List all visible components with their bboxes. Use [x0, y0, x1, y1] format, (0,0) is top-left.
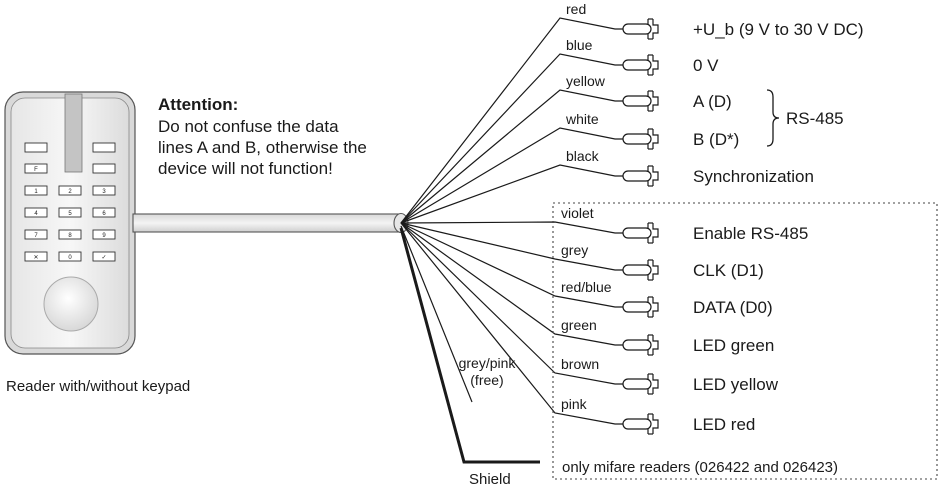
top-wire-0-color-label: red: [566, 1, 586, 17]
reader-sensor-disc: [43, 276, 99, 332]
keypad-key: 3: [92, 185, 116, 196]
attention-line-1: Do not confuse the data: [158, 117, 339, 136]
keypad-key: 2: [58, 185, 82, 196]
keypad-key: 4: [24, 207, 48, 218]
shield-label: Shield: [469, 471, 511, 488]
wire-line: [400, 221, 623, 234]
svg-text:1: 1: [34, 189, 38, 195]
connector-icon: [622, 334, 659, 356]
mifare-only-caption: only mifare readers (026422 and 026423): [562, 459, 838, 476]
top-wire-4-color-label: black: [566, 148, 600, 164]
keypad-key: 7: [24, 229, 48, 240]
optional-wire-5-color-label: pink: [561, 396, 588, 412]
shield-wire: [399, 227, 540, 464]
connector-icon: [622, 373, 659, 395]
free-wire: [400, 225, 473, 403]
optional-wire-0-signal-label: Enable RS-485: [693, 224, 808, 243]
wire-line: [400, 17, 623, 224]
wire-line: [400, 222, 623, 308]
optional-wire-3-signal-label: LED green: [693, 336, 774, 355]
attention-line-3: device will not function!: [158, 159, 333, 178]
svg-text:✓: ✓: [101, 255, 106, 261]
top-wire-3-color-label: white: [565, 111, 599, 127]
keypad-function-key: [92, 163, 116, 174]
keypad-key: 9: [92, 229, 116, 240]
svg-text:7: 7: [34, 233, 38, 239]
optional-wire-4-signal-label: LED yellow: [693, 375, 779, 394]
keypad-key: 0: [58, 251, 82, 262]
wire-line: [400, 89, 623, 224]
top-wire-2-color-label: yellow: [566, 73, 606, 89]
keypad-f-label: F: [34, 167, 38, 173]
keypad-key: 6: [92, 207, 116, 218]
connector-icon: [622, 18, 659, 40]
cable: [132, 212, 409, 234]
keypad-key: ✕: [24, 251, 48, 262]
keypad-key: 5: [58, 207, 82, 218]
wire-line: [400, 222, 623, 425]
reader-caption: Reader with/without keypad: [6, 378, 190, 395]
rs485-label: RS-485: [786, 109, 844, 128]
keypad-function-key: [92, 142, 116, 153]
connector-icon: [622, 222, 659, 244]
connector-icon: [622, 54, 659, 76]
svg-text:3: 3: [102, 189, 106, 195]
connector-icon: [622, 296, 659, 318]
svg-text:8: 8: [68, 233, 72, 239]
optional-wire-0-color-label: violet: [561, 205, 594, 221]
optional-wire-1-color-label: grey: [561, 242, 588, 258]
optional-wire-1-signal-label: CLK (D1): [693, 261, 764, 280]
connector-icon: [622, 165, 659, 187]
wire-line: [400, 222, 623, 346]
wire-fan: red +U_b (9 V to 30 V DC) blue 0 V yellow A (…: [400, 1, 864, 435]
connector-icon: [622, 90, 659, 112]
top-wire-0-signal-label: +U_b (9 V to 30 V DC): [693, 20, 864, 39]
top-wire-1-color-label: blue: [566, 37, 593, 53]
svg-text:6: 6: [102, 211, 106, 217]
wire-line: [400, 164, 623, 224]
card-slot: [64, 93, 83, 173]
attention-line-2: lines A and B, otherwise the: [158, 138, 367, 157]
svg-text:9: 9: [102, 233, 106, 239]
card-reader-device: F 1 2 3 4 5 6 7 8 9 ✕ 0 ✓: [4, 91, 136, 355]
wire-line: [400, 127, 623, 224]
wire-line: [400, 222, 623, 385]
top-wire-1-signal-label: 0 V: [693, 56, 719, 75]
optional-wire-5-signal-label: LED red: [693, 415, 755, 434]
optional-wire-2-color-label: red/blue: [561, 279, 612, 295]
optional-wire-2-signal-label: DATA (D0): [693, 298, 773, 317]
connector-icon: [622, 413, 659, 435]
keypad-key: 8: [58, 229, 82, 240]
attention-heading: Attention:: [158, 95, 238, 114]
mifare-only-box: [552, 202, 938, 480]
svg-text:4: 4: [34, 211, 38, 217]
optional-wire-4-color-label: brown: [561, 356, 599, 372]
connector-icon: [622, 128, 659, 150]
wire-line: [400, 53, 623, 224]
keypad-function-key-f: F: [24, 163, 48, 174]
top-wire-2-signal-label: A (D): [693, 92, 732, 111]
free-wire-label-line-2: (free): [470, 372, 503, 388]
svg-text:✕: ✕: [33, 255, 38, 261]
svg-text:0: 0: [68, 255, 72, 261]
keypad-key: 1: [24, 185, 48, 196]
connector-icon: [622, 259, 659, 281]
svg-text:2: 2: [68, 189, 72, 195]
keypad: F 1 2 3 4 5 6 7 8 9 ✕ 0 ✓: [24, 142, 116, 262]
wire-line: [400, 222, 623, 271]
rs485-brace: [766, 89, 780, 147]
free-wire-label-line-1: grey/pink: [459, 355, 517, 371]
svg-text:5: 5: [68, 211, 72, 217]
top-wire-4-signal-label: Synchronization: [693, 167, 814, 186]
top-wire-3-signal-label: B (D*): [693, 130, 739, 149]
keypad-function-key: [24, 142, 48, 153]
optional-wire-3-color-label: green: [561, 317, 597, 333]
keypad-key: ✓: [92, 251, 116, 262]
